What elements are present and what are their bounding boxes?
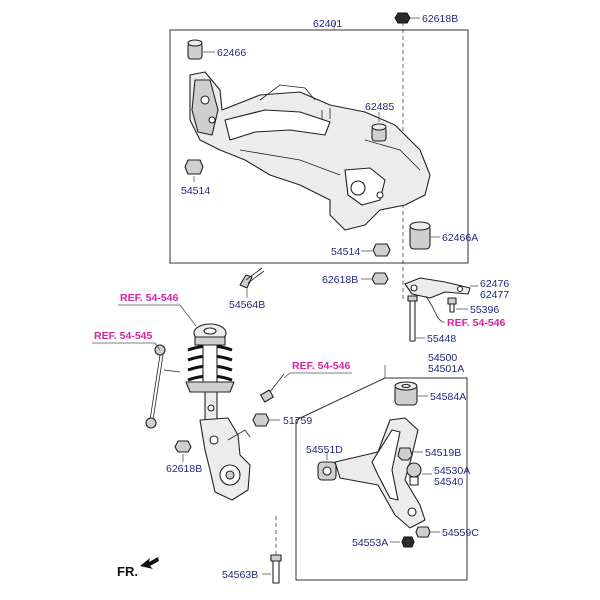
bushing-54584a: [394, 381, 418, 406]
callout-54501a: 54501A: [428, 363, 464, 375]
bushing-62485: [371, 123, 387, 142]
bolt-54563b: [270, 554, 282, 584]
callout-54540: 54540: [434, 476, 463, 488]
ball-joint-54530a: [406, 462, 422, 486]
callout-62477: 62477: [480, 289, 509, 301]
ref-link: REF. 54-545: [94, 330, 153, 342]
callout-62476: 62476: [480, 278, 509, 290]
callout-62466a: 62466A: [442, 232, 478, 244]
washer-54514-mid: [372, 243, 391, 257]
strut-bolt: [260, 373, 285, 403]
bolt-54519b: [397, 447, 413, 461]
callout-54551d: 54551D: [306, 444, 343, 456]
bushing-62466a: [409, 221, 431, 250]
callout-54553a: 54553A: [352, 537, 388, 549]
mount-bracket-62476: [404, 277, 471, 299]
callout-62466: 62466: [217, 47, 246, 59]
stabilizer-link: [145, 344, 181, 429]
strut-spring-assembly: [185, 323, 235, 423]
bushing-62466: [187, 39, 203, 60]
callout-55448: 55448: [427, 333, 456, 345]
nut-54553a: [401, 536, 415, 548]
nut-62618b-low: [174, 440, 192, 453]
bolt-54564b: [239, 267, 265, 289]
bolt-55448: [407, 295, 418, 342]
callout-62618b-top: 62618B: [422, 13, 458, 25]
ref-strut: REF. 54-546: [120, 292, 179, 304]
callout-54500: 54500: [428, 352, 457, 364]
washer-54514-left: [184, 159, 204, 175]
callout-55396: 55396: [470, 304, 499, 316]
subframe-group-frame: [169, 29, 469, 264]
callout-62401: 62401: [313, 18, 342, 30]
callout-62618b-low: 62618B: [166, 463, 202, 475]
front-arrow-icon: [140, 557, 159, 569]
callout-62618b-mid: 62618B: [322, 274, 358, 286]
steering-knuckle: [199, 417, 251, 501]
lower-arm-group-frame: [295, 377, 468, 581]
front-direction-label: FR.: [117, 564, 138, 579]
ref-bolt: REF. 54-546: [292, 360, 351, 372]
nut-62618b-mid: [371, 272, 389, 285]
nut-62618b-top: [394, 12, 411, 24]
ref-mount: REF. 54-546: [447, 317, 506, 329]
callout-51759: 51759: [283, 415, 312, 427]
lower-control-arm: [334, 417, 426, 529]
callout-54514-left: 54514: [181, 185, 210, 197]
ref-mount-leader: [425, 295, 443, 323]
callout-54519b: 54519B: [425, 447, 461, 459]
callout-62485: 62485: [365, 101, 394, 113]
callout-54563b: 54563B: [222, 569, 258, 581]
bushing-54551d: [317, 461, 337, 481]
callout-54584a: 54584A: [430, 391, 466, 403]
callout-54530a: 54530A: [434, 465, 470, 477]
nut-51759: [252, 413, 270, 427]
subframe-crossmember: [189, 71, 431, 231]
callout-54514-mid: 54514: [331, 246, 360, 258]
nut-54559c: [415, 526, 431, 538]
callout-54564b: 54564B: [229, 299, 265, 311]
bolt-55396: [447, 297, 457, 313]
callout-54559c: 54559C: [442, 527, 479, 539]
